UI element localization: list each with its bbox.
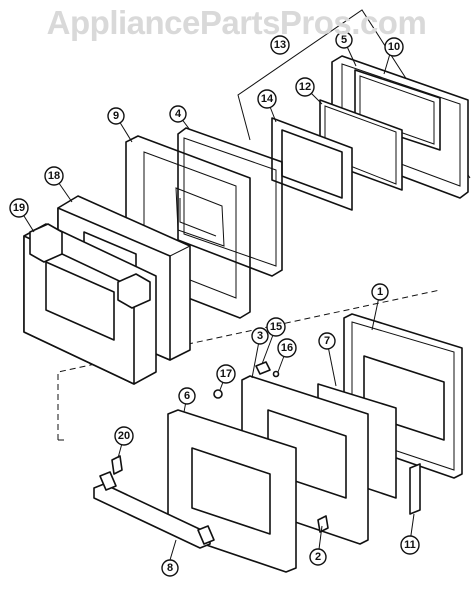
callout-2: 2 [309, 548, 327, 566]
callout-12: 12 [295, 77, 315, 97]
part-17-screw [213, 389, 223, 399]
callout-19: 19 [9, 198, 29, 218]
part-16-screw [272, 370, 280, 378]
svg-text:12: 12 [299, 81, 311, 93]
part-2-clip [317, 515, 329, 533]
callout-15: 15 [266, 317, 286, 337]
svg-text:9: 9 [113, 110, 119, 122]
callout-17: 17 [216, 364, 236, 384]
svg-text:7: 7 [324, 335, 330, 347]
svg-text:20: 20 [118, 430, 130, 442]
part-8-handle [93, 471, 215, 549]
callout-7: 7 [318, 332, 336, 350]
svg-text:18: 18 [48, 170, 60, 182]
callout-5: 5 [335, 31, 353, 49]
part-15-clip [255, 361, 271, 375]
svg-text:3: 3 [257, 330, 263, 342]
callout-18: 18 [44, 166, 64, 186]
callout-6: 6 [178, 387, 196, 405]
callout-9: 9 [107, 107, 125, 125]
svg-text:4: 4 [175, 108, 182, 120]
svg-text:15: 15 [270, 321, 282, 333]
part-14-frame [271, 117, 353, 211]
svg-text:5: 5 [341, 34, 347, 46]
svg-text:1: 1 [377, 286, 383, 298]
svg-text:19: 19 [13, 202, 25, 214]
svg-text:2: 2 [315, 551, 321, 563]
callout-8: 8 [161, 559, 179, 577]
callout-14: 14 [257, 89, 277, 109]
callout-3: 3 [251, 327, 269, 345]
callout-10: 10 [384, 37, 404, 57]
divider-line [57, 289, 441, 440]
svg-text:14: 14 [261, 93, 274, 105]
svg-text:13: 13 [274, 39, 286, 51]
svg-text:16: 16 [281, 342, 293, 354]
part-19-insulation [23, 223, 157, 385]
callout-11: 11 [400, 535, 420, 555]
svg-text:11: 11 [404, 539, 416, 551]
callout-13: 13 [270, 35, 290, 55]
callout-4: 4 [169, 105, 187, 123]
svg-text:10: 10 [388, 41, 400, 53]
part-20-clip [111, 455, 123, 475]
svg-text:8: 8 [167, 562, 173, 574]
part-11-bracket [409, 463, 421, 515]
callout-16: 16 [277, 338, 297, 358]
svg-text:17: 17 [220, 368, 232, 380]
callout-1: 1 [371, 283, 389, 301]
callout-20: 20 [114, 426, 134, 446]
svg-text:6: 6 [184, 390, 190, 402]
